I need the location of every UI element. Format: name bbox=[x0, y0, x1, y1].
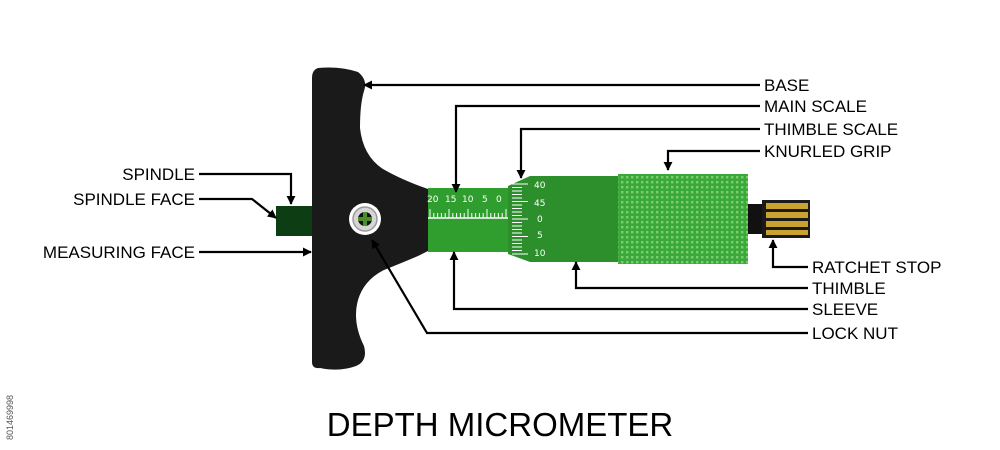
main-scale-label-0: 0 bbox=[496, 195, 502, 205]
knurled-grip bbox=[618, 174, 748, 264]
spindle-arrow bbox=[199, 172, 296, 205]
lock-nut-arrow bbox=[371, 239, 808, 335]
thimble-scale-arrow bbox=[516, 127, 760, 179]
spindle bbox=[276, 206, 316, 236]
thimble-scale-label-5: 5 bbox=[537, 231, 543, 241]
ratchet-stop bbox=[748, 200, 810, 238]
sleeve-arrow bbox=[449, 251, 808, 311]
spindle-face-arrow bbox=[199, 197, 277, 219]
lock-nut bbox=[349, 203, 381, 235]
label-sleeve: SLEEVE bbox=[812, 300, 878, 319]
thimble-scale-label-45: 45 bbox=[534, 199, 545, 209]
thimble-scale-label-0: 0 bbox=[537, 215, 543, 225]
label-base: BASE bbox=[764, 76, 809, 95]
thimble: 40 45 0 5 10 bbox=[508, 176, 620, 262]
main-scale-arrow bbox=[451, 104, 760, 193]
label-knurled-grip: KNURLED GRIP bbox=[764, 142, 892, 161]
main-scale-label-5: 5 bbox=[482, 195, 488, 205]
thimble-scale-label-40: 40 bbox=[534, 181, 546, 191]
watermark-id: 801469998 bbox=[4, 335, 16, 445]
thimble-arrow bbox=[571, 261, 808, 290]
thimble-scale-label-10: 10 bbox=[534, 249, 546, 259]
diagram-title: DEPTH MICROMETER bbox=[327, 406, 674, 443]
watermark-text: 801469998 bbox=[5, 395, 15, 440]
main-scale-label-20: 20 bbox=[427, 195, 439, 205]
label-spindle-face: SPINDLE FACE bbox=[73, 190, 195, 209]
main-scale-label-10: 10 bbox=[462, 195, 474, 205]
label-main-scale: MAIN SCALE bbox=[764, 97, 867, 116]
label-thimble: THIMBLE bbox=[812, 279, 886, 298]
ratchet-stop-arrow bbox=[768, 239, 808, 269]
sleeve: 20 15 10 5 0 bbox=[427, 188, 512, 252]
label-spindle: SPINDLE bbox=[122, 165, 195, 184]
main-scale-label-15: 15 bbox=[445, 195, 456, 205]
label-measuring-face: MEASURING FACE bbox=[43, 243, 195, 262]
label-ratchet-stop: RATCHET STOP bbox=[812, 258, 941, 277]
label-thimble-scale: THIMBLE SCALE bbox=[764, 120, 898, 139]
knurled-grip-arrow bbox=[663, 149, 760, 171]
label-lock-nut: LOCK NUT bbox=[812, 324, 898, 343]
